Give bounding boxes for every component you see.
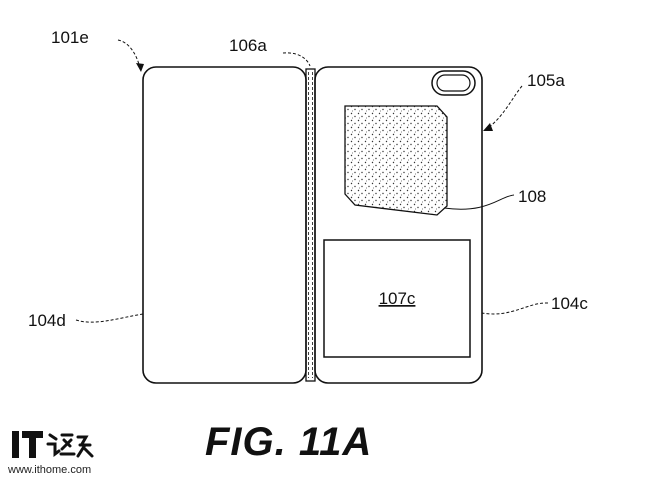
- label-106a: 106a: [229, 36, 267, 55]
- label-104d: 104d: [28, 311, 66, 330]
- leader-104d: [75, 313, 144, 323]
- label-107c: 107c: [379, 289, 416, 308]
- leader-104c: [481, 302, 549, 315]
- sensor-area: [344, 105, 448, 216]
- leader-101e: [117, 39, 141, 69]
- label-108: 108: [518, 187, 546, 206]
- arrowhead-101e: [136, 63, 144, 72]
- right-panel: [314, 66, 483, 384]
- leader-108: [443, 194, 515, 210]
- leader-105a: [487, 85, 523, 129]
- label-104c: 104c: [551, 294, 588, 313]
- hinge: [305, 68, 316, 382]
- leader-106a: [282, 52, 311, 67]
- watermark-url: www.ithome.com: [8, 464, 92, 476]
- ithome-logo: [12, 431, 94, 458]
- left-panel: [142, 66, 307, 384]
- label-105a: 105a: [527, 71, 565, 90]
- arrowhead-105a: [483, 123, 493, 131]
- label-101e: 101e: [51, 28, 89, 47]
- display-area: [323, 239, 471, 358]
- camera-icon: [431, 70, 476, 96]
- figure-caption: FIG. 11A: [205, 420, 373, 464]
